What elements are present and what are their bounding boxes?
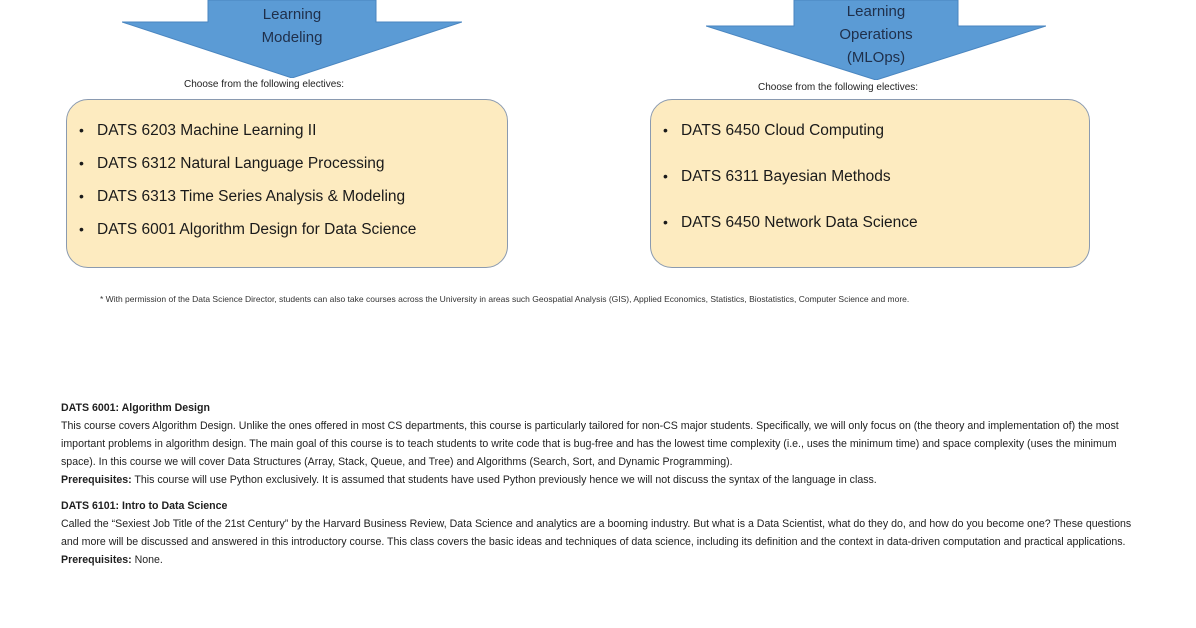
course-title: DATS 6101: Intro to Data Science: [61, 500, 228, 512]
footnote: * With permission of the Data Science Di…: [100, 294, 910, 304]
arrow-ml-modeling: Learning Modeling: [122, 0, 462, 78]
choose-electives-caption: Choose from the following electives:: [184, 79, 345, 90]
list-item: DATS 6001 Algorithm Design for Data Scie…: [79, 221, 497, 254]
down-arrow-icon: [706, 0, 1046, 80]
arrow-label-line: Learning: [262, 6, 322, 23]
course-entry: DATS 6001: Algorithm Design This course …: [61, 399, 1141, 489]
list-item: DATS 6203 Machine Learning II: [79, 122, 497, 155]
electives-list: DATS 6203 Machine Learning II DATS 6312 …: [79, 122, 497, 254]
course-description: This course covers Algorithm Design. Unl…: [61, 420, 1119, 468]
course-descriptions: DATS 6001: Algorithm Design This course …: [61, 399, 1141, 577]
electives-list: DATS 6450 Cloud Computing DATS 6311 Baye…: [663, 122, 1079, 260]
arrow-mlops: Learning Operations (MLOps): [706, 0, 1046, 80]
list-item: DATS 6450 Network Data Science: [663, 214, 1079, 260]
prereq-text: None.: [131, 554, 163, 566]
arrow-label-line: Modeling: [261, 29, 323, 46]
list-item: DATS 6450 Cloud Computing: [663, 122, 1079, 168]
list-item: DATS 6313 Time Series Analysis & Modelin…: [79, 188, 497, 221]
arrow-label-line: (MLOps): [846, 49, 906, 66]
prereq-text: This course will use Python exclusively.…: [131, 474, 877, 486]
arrow-label-line: Learning: [846, 3, 906, 20]
course-title: DATS 6001: Algorithm Design: [61, 402, 210, 414]
list-item: DATS 6311 Bayesian Methods: [663, 168, 1079, 214]
arrow-label-line: Operations: [839, 26, 913, 43]
electives-box-mlops: DATS 6450 Cloud Computing DATS 6311 Baye…: [650, 99, 1090, 268]
prereq-label: Prerequisites:: [61, 554, 132, 566]
prereq-label: Prerequisites:: [61, 474, 132, 486]
arrow-label: Learning Modeling: [122, 3, 462, 49]
down-arrow-icon: [122, 0, 462, 78]
choose-electives-caption: Choose from the following electives:: [758, 82, 919, 93]
list-item: DATS 6312 Natural Language Processing: [79, 155, 497, 188]
arrow-label: Learning Operations (MLOps): [706, 0, 1046, 69]
course-description: Called the “Sexiest Job Title of the 21s…: [61, 518, 1132, 548]
electives-box-modeling: DATS 6203 Machine Learning II DATS 6312 …: [66, 99, 508, 268]
course-entry: DATS 6101: Intro to Data Science Called …: [61, 497, 1141, 569]
